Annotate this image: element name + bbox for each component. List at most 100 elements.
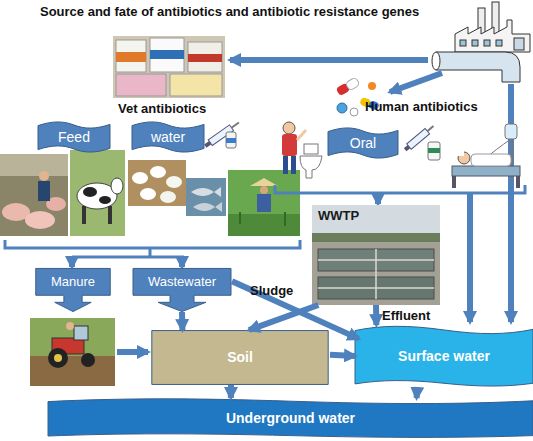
node-text: water [151,129,185,145]
water-band: Underground water [48,398,533,438]
vet-antibiotics-photo [116,52,146,62]
tractor-photo [81,353,95,367]
callout-box-outline [133,268,231,311]
node-text: Wastewater [148,275,216,290]
flow-arrow [232,281,359,338]
trees [312,233,440,242]
medicine-icon [428,148,440,153]
patient-icon [452,166,520,176]
syringe-icon [226,132,236,148]
vet-antibiotics-photo [150,50,184,59]
vet-antibiotics-photo [170,74,222,96]
factory-icon [484,40,490,46]
syringe-icon [231,122,240,129]
bracket [72,248,184,257]
edge-label: Effluent [382,308,430,323]
flow-arrow [230,57,428,63]
chicken-photo [150,166,166,178]
soil-box: Soil [150,330,330,385]
chicken-photo [166,176,182,188]
patient-icon [452,176,456,188]
sky [312,205,440,237]
patient-icon [452,122,520,188]
toilet-person-icon [282,134,297,156]
chicken-photo [128,160,186,206]
flow-arrow [467,193,473,322]
flow-arrow [179,312,185,330]
source-flag: Feed [38,122,110,152]
pig-farm-photo [0,154,68,176]
chicken-photo [128,160,186,206]
factory-icon [514,38,524,50]
source-flag-outline [328,128,398,158]
medicine-icon [427,125,434,132]
tractor-photo [54,354,62,362]
flow-arrow [179,257,185,267]
rice-farmer-photo [284,212,286,226]
medicine-icon [404,145,410,151]
vet-antibiotics-photo [188,42,222,72]
rice-farmer-photo [239,212,241,224]
factory-icon [432,52,440,70]
source-flag: water [132,122,204,152]
chicken-photo [160,191,176,203]
bracket [5,185,525,257]
rice-farmer-photo [257,194,271,212]
cow-photo [83,187,97,197]
tractor-photo [48,348,68,368]
rice-farmer-photo [228,170,300,236]
tractor-photo [66,322,74,330]
vet-antibiotics-photo [113,36,225,98]
patient-icon [505,124,517,139]
flow-arrow [508,84,514,322]
callout-box-outline [36,268,110,311]
cow-photo [108,206,112,224]
pills-icon [337,103,347,113]
pig-farm-photo [39,171,49,181]
image-label: Vet antibiotics [118,101,206,116]
flow-arrow [228,385,234,398]
rice-farmer-photo [250,178,278,186]
pills-icon [336,77,360,96]
patient-icon [471,154,511,166]
flow-arrow [249,305,318,330]
cow-photo [82,206,86,224]
medicine-icon [403,123,440,160]
water-band-outline [355,326,533,386]
flow-arrow [373,305,379,325]
flow-arrow [375,193,381,204]
toilet-person-icon [282,122,322,178]
pills-icon [350,108,358,116]
pig-farm-photo [0,154,68,236]
flow-arrow [69,257,75,267]
edge-label: Sludge [250,282,293,297]
image-label: Human antibiotics [365,99,478,114]
rice-farmer-photo [228,170,300,236]
fish-photo [186,178,226,216]
medicine-icon [407,129,430,150]
rice-farmer-photo [228,214,300,236]
medicine-icon [428,142,440,160]
syringe-icon [203,120,241,149]
callout-box: Wastewater [132,268,232,312]
bracket [5,240,300,248]
factory-icon [460,40,466,46]
node-text: Feed [58,129,90,145]
syringe-icon [226,138,236,143]
node-text: Soil [227,349,253,365]
factory-icon [436,52,520,82]
node-text: Oral [350,135,376,151]
bracket [275,185,525,193]
toilet-person-icon [297,130,306,140]
flow-arrow [330,355,355,356]
cow-photo [99,196,111,204]
tractor-photo [30,318,115,386]
node-text: WWTP [318,209,359,224]
pig-farm-photo [25,211,55,229]
source-flag-outline [38,122,110,152]
rice-farmer-photo [260,186,268,194]
factory-icon [455,20,530,52]
water-band-outline [48,399,533,438]
node-text: Manure [51,275,95,290]
